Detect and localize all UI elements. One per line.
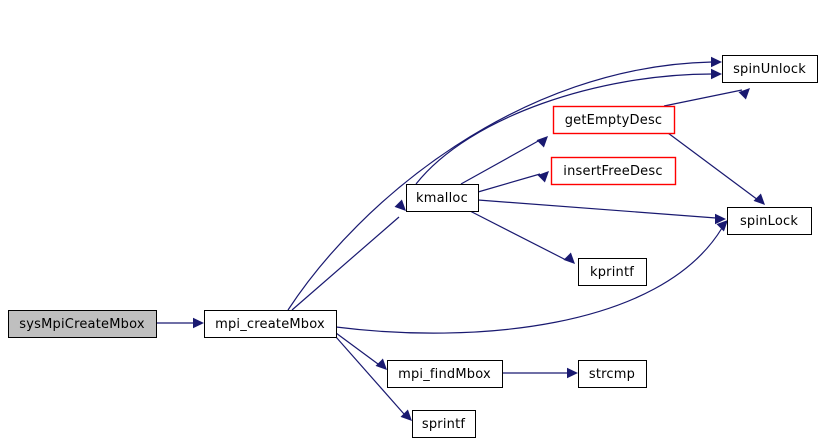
edge-kmalloc-to-spinLock — [477, 199, 726, 225]
node-mpi_createMbox[interactable]: mpi_createMbox — [204, 310, 337, 338]
node-box[interactable] — [387, 360, 503, 388]
node-spinLock[interactable]: spinLock — [727, 207, 812, 235]
node-box[interactable] — [722, 55, 818, 83]
node-kprintf[interactable]: kprintf — [578, 258, 647, 286]
edge-line — [415, 73, 713, 185]
edge-sysMpiCreateMbox-to-mpi_createMbox — [156, 317, 204, 329]
edge-kmalloc-to-getEmptyDesc — [460, 136, 548, 185]
node-mpi_findMbox[interactable]: mpi_findMbox — [387, 360, 503, 388]
arrow-head-icon — [537, 171, 549, 183]
node-box[interactable] — [8, 310, 157, 338]
edge-mpi_createMbox-to-sprintf — [335, 336, 412, 421]
edge-mpi_createMbox-to-mpi_findMbox — [335, 332, 387, 370]
node-box[interactable] — [412, 410, 476, 438]
edge-line — [335, 227, 723, 334]
edge-mpi_createMbox-to-spinLock — [335, 220, 728, 334]
node-sprintf[interactable]: sprintf — [412, 410, 476, 438]
arrow-head-icon — [400, 409, 412, 421]
edge-getEmptyDesc-to-spinUnlock — [663, 88, 750, 107]
node-box[interactable] — [552, 105, 676, 135]
node-getEmptyDesc[interactable]: getEmptyDesc — [552, 105, 676, 135]
arrow-head-icon — [715, 213, 726, 225]
arrow-head-icon — [193, 317, 204, 329]
edge-mpi_createMbox-to-kmalloc — [291, 199, 406, 311]
arrow-head-icon — [711, 56, 722, 68]
node-box[interactable] — [406, 184, 479, 212]
edge-line — [469, 210, 567, 261]
node-sysMpiCreateMbox[interactable]: sysMpiCreateMbox — [8, 310, 157, 338]
arrow-head-icon — [716, 220, 728, 232]
edge-kmalloc-to-insertFreeDesc — [477, 171, 549, 193]
edge-line — [667, 132, 759, 201]
node-box[interactable] — [204, 310, 337, 338]
edge-line — [287, 61, 713, 311]
arrow-head-icon — [711, 68, 722, 80]
arrow-head-icon — [375, 358, 387, 370]
arrow-head-icon — [738, 88, 750, 100]
edges-layer — [156, 56, 765, 421]
edge-line — [335, 336, 405, 415]
arrow-head-icon — [394, 199, 406, 211]
edge-line — [663, 89, 743, 107]
arrow-head-icon — [567, 367, 578, 379]
edge-kmalloc-to-kprintf — [469, 210, 575, 264]
nodes-layer: sysMpiCreateMbox mpi_createMbox kmalloc get… — [8, 55, 818, 438]
edge-line — [335, 332, 379, 365]
edge-getEmptyDesc-to-spinLock — [667, 132, 765, 205]
edge-line — [291, 216, 400, 311]
arrow-head-icon — [563, 252, 575, 264]
edge-line — [477, 199, 717, 219]
node-spinUnlock[interactable]: spinUnlock — [722, 55, 818, 83]
edge-line — [460, 139, 541, 185]
arrow-head-icon — [536, 136, 548, 148]
node-insertFreeDesc[interactable]: insertFreeDesc — [550, 156, 677, 186]
node-strcmp[interactable]: strcmp — [578, 360, 647, 388]
node-box[interactable] — [727, 207, 812, 235]
node-kmalloc[interactable]: kmalloc — [406, 184, 479, 212]
edge-mpi_findMbox-to-strcmp — [502, 367, 578, 379]
edge-kmalloc-to-spinUnlock — [415, 68, 722, 185]
node-box[interactable] — [550, 156, 677, 186]
node-box[interactable] — [578, 258, 647, 286]
edge-mpi_createMbox-to-spinUnlock — [287, 56, 722, 311]
edge-line — [477, 173, 541, 193]
node-box[interactable] — [578, 360, 647, 388]
arrow-head-icon — [753, 193, 765, 205]
